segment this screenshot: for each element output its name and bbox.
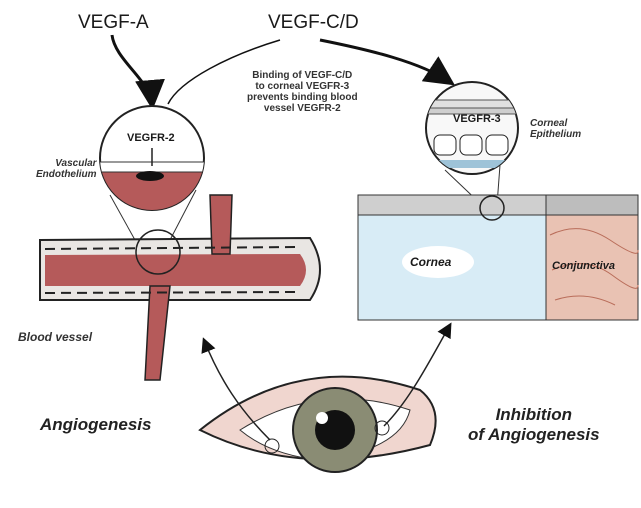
- vegf-a-label: VEGF-A: [78, 12, 149, 34]
- vegfr3-magnified-circle: [426, 82, 518, 174]
- vegfr3-label: VEGFR-3: [453, 113, 501, 125]
- angiogenesis-label: Angiogenesis: [40, 415, 151, 435]
- corneal-epithelium-label: Corneal Epithelium: [530, 118, 581, 140]
- cornea-label: Cornea: [410, 255, 451, 269]
- cornea-cross-section: [358, 195, 638, 320]
- vegfr2-label: VEGFR-2: [127, 132, 175, 144]
- inhibition-label: Inhibition of Angiogenesis: [468, 405, 600, 445]
- vegf-cd-label: VEGF-C/D: [268, 12, 359, 34]
- conjunctiva-label: Conjunctiva: [552, 260, 615, 272]
- blood-vessel-drawing: [40, 195, 320, 380]
- vegfr2-magnified-circle: [100, 106, 210, 220]
- binding-note: Binding of VEGF-C/D to corneal VEGFR-3 p…: [247, 70, 358, 114]
- eye-drawing: [200, 377, 436, 472]
- blood-vessel-label: Blood vessel: [18, 330, 92, 344]
- vegf-a-arrow: [112, 35, 152, 104]
- vascular-endothelium-label: Vascular Endothelium: [36, 158, 97, 180]
